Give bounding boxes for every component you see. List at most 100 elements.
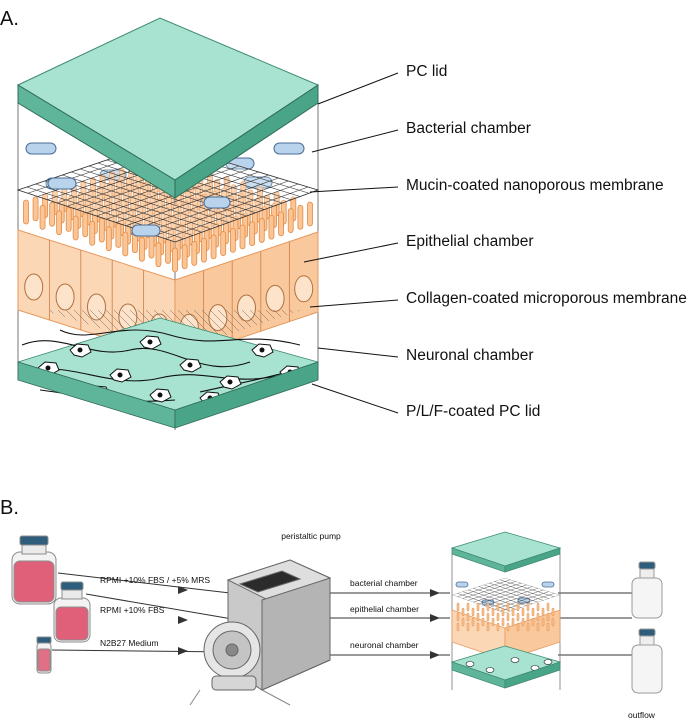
microvillus (466, 622, 470, 632)
microvillus (239, 224, 246, 250)
microvillus (466, 612, 470, 622)
microvillus (491, 617, 495, 627)
neuron-nucleus (45, 365, 51, 371)
microvillus (516, 602, 520, 612)
membrane-line (386, 310, 426, 350)
media-bottle-medium (53, 581, 91, 643)
flow-arrows (178, 586, 440, 659)
membrane-line (0, 310, 10, 350)
neuron-cell (485, 667, 495, 673)
nucleus (24, 273, 44, 301)
outflow-bottle-bottom (631, 628, 663, 694)
microvillus (23, 199, 29, 225)
microvillus (521, 607, 525, 617)
microvillus (461, 607, 465, 617)
grid-line (499, 579, 555, 597)
microvillus (551, 617, 555, 627)
inlet-label-bacterial: RPMI +10% FBS / +5% MRS (100, 575, 211, 585)
microvillus (526, 602, 530, 612)
microvillus (89, 220, 96, 246)
microvillus (172, 247, 178, 273)
microvillus (181, 244, 188, 270)
microvillus (466, 602, 470, 612)
neuron-nucleus (117, 372, 123, 378)
chamber-label-bacterial: bacterial chamber (350, 578, 418, 588)
microvillus (461, 617, 465, 627)
microvillus (506, 622, 510, 632)
microvillus (72, 215, 79, 241)
inlet-label-epithelial: RPMI +10% FBS (100, 605, 165, 615)
membrane-line (402, 310, 442, 350)
bacteria-on-membrane (47, 177, 231, 237)
microvillus (258, 218, 265, 243)
microvillus (278, 211, 284, 237)
microvillus (32, 196, 39, 222)
microvillus (122, 231, 129, 257)
neuron-nucleus (259, 347, 265, 353)
microvillus (506, 612, 510, 622)
microvillus (496, 602, 500, 612)
microvillus (115, 223, 122, 248)
chamber-label-epithelial: epithelial chamber (350, 604, 419, 614)
mini-device (450, 531, 562, 690)
grid-line (155, 183, 299, 236)
membrane-line (346, 310, 386, 350)
microvillus (56, 210, 63, 236)
microvillus (191, 241, 198, 266)
neuron-nucleus (147, 339, 153, 345)
microvillus (39, 204, 46, 230)
membrane-line (0, 310, 2, 350)
callout-collagen-membrane: Collagen-coated microporous membrane (406, 290, 687, 307)
microvillus (506, 602, 510, 612)
nucleus (265, 284, 285, 312)
epithelial-layer (17, 229, 319, 361)
microvillus (210, 234, 217, 260)
microvillus (546, 622, 550, 632)
membrane-line (330, 310, 370, 350)
chamber-label-neuronal: neuronal chamber (350, 640, 419, 650)
neuron-nucleus (227, 379, 233, 385)
microvillus (496, 612, 500, 622)
microvillus (486, 612, 490, 622)
microvillus (476, 602, 480, 612)
microvillus (486, 602, 490, 612)
microvillus (220, 231, 227, 256)
outflow-label: outflow (628, 710, 655, 720)
microvillus (531, 607, 535, 617)
neuron-nucleus (187, 362, 193, 368)
membrane-line (370, 310, 410, 350)
microvillus (526, 612, 530, 622)
microvillus (82, 212, 89, 238)
membrane-line (362, 310, 402, 350)
flow-diagram (11, 531, 663, 706)
callout-lines (303, 72, 399, 414)
grid-line (489, 582, 544, 601)
callout-epithelial-chamber: Epithelial chamber (406, 233, 534, 250)
microvillus (536, 612, 540, 622)
peristaltic-pump (189, 559, 332, 706)
panel-a-label: A. (0, 8, 19, 30)
callout-neuronal-chamber: Neuronal chamber (406, 347, 534, 364)
microvillus (476, 612, 480, 622)
neurite (29, 368, 301, 382)
neuron-cell (510, 657, 520, 663)
membrane-line (354, 310, 394, 350)
microvillus (536, 622, 540, 632)
grid-line (125, 174, 269, 227)
neuronal-layer (16, 317, 320, 411)
microvillus (541, 607, 545, 617)
microvillus (165, 238, 171, 264)
inlet-label-neuronal: N2B27 Medium (100, 638, 159, 648)
nucleus (55, 283, 75, 311)
neurite (21, 340, 251, 368)
neuron-nucleus (157, 392, 163, 398)
membrane-line (394, 310, 434, 350)
membrane-line (378, 310, 418, 350)
microvillus (501, 607, 505, 617)
microvillus (546, 602, 550, 612)
callout-pc-lid: PC lid (406, 63, 448, 80)
microvillus (268, 214, 275, 240)
grid-line (116, 171, 259, 223)
grid-line (494, 581, 550, 599)
